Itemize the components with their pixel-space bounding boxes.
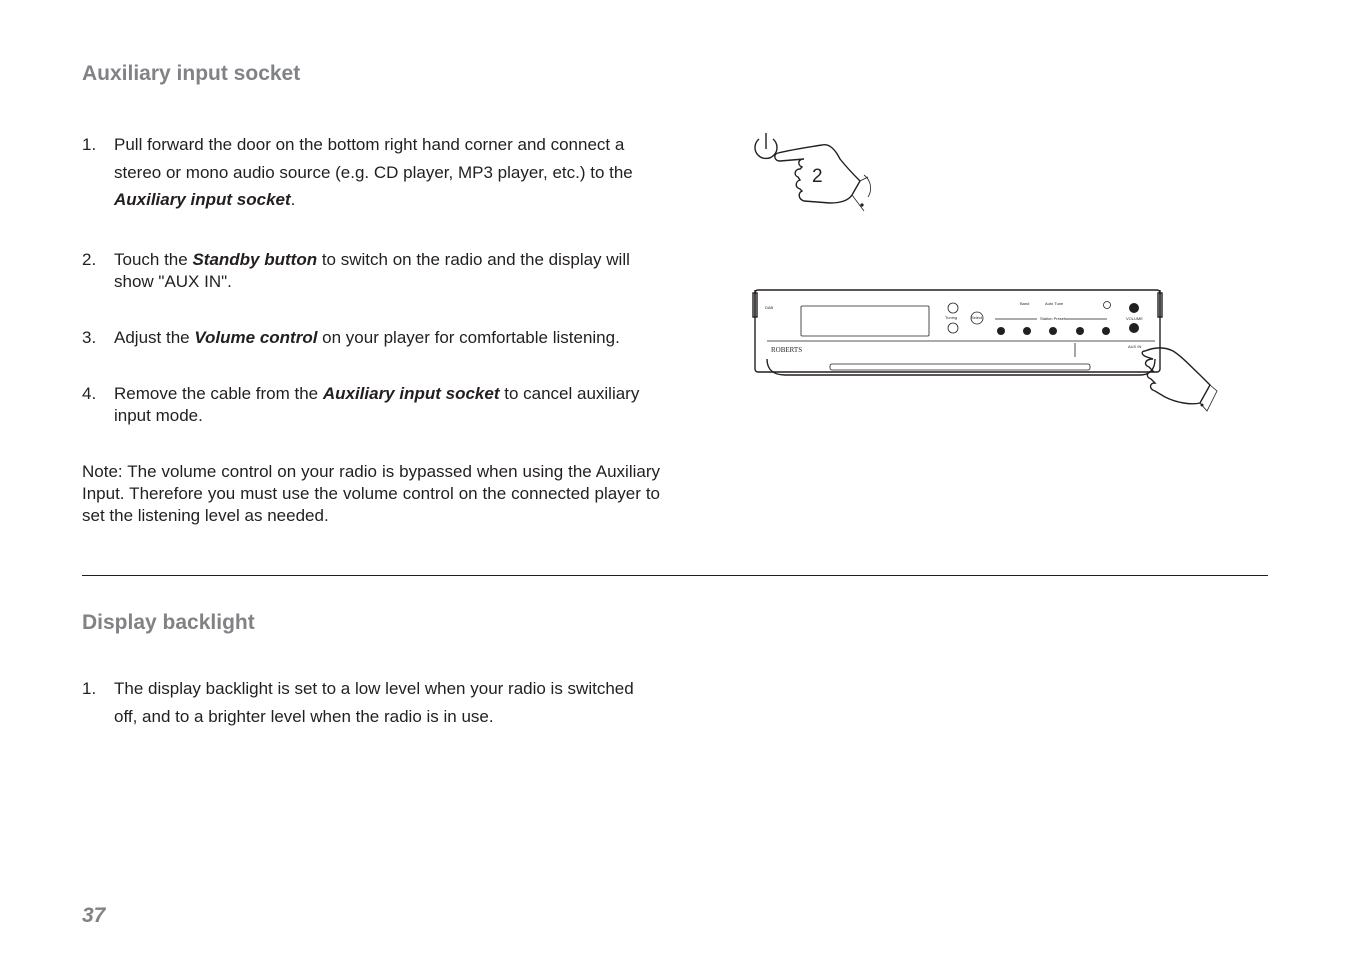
section-heading-auxiliary-input: Auxiliary input socket <box>82 62 301 85</box>
brand-logo: ROBERTS <box>771 346 802 354</box>
aux-in-label: AUX IN <box>1128 344 1141 349</box>
auto-tune-label: Auto Tune <box>1045 301 1064 306</box>
emphasis: Auxiliary input socket <box>114 190 291 209</box>
select-button <box>970 311 984 325</box>
list-text: Touch the Standby button to switch on th… <box>114 250 630 291</box>
power-icon <box>754 133 778 160</box>
section-divider <box>82 575 1268 576</box>
note-paragraph: Note: The volume control on your radio i… <box>82 462 660 525</box>
emphasis: Auxiliary input socket <box>322 384 500 403</box>
list-text: Remove the cable from the Auxiliary inpu… <box>114 384 640 425</box>
radio-front-panel-illustration: DAB ROBERTS Tuning Select Band Auto Tune… <box>752 289 1218 412</box>
standby-icon <box>1103 301 1111 309</box>
tuning-buttons: Tuning <box>945 302 959 334</box>
pointing-hand-icon <box>1141 347 1218 412</box>
list-number: 3. <box>82 328 97 347</box>
emphasis: Standby button <box>192 250 318 269</box>
list-item: 3. Adjust the Volume control on your pla… <box>82 327 660 349</box>
tuning-label: Tuning <box>945 315 957 320</box>
page-number: 37 <box>82 904 106 927</box>
emphasis: Volume control <box>194 328 318 347</box>
band-label: Band <box>1020 301 1029 306</box>
volume-down-button <box>1129 323 1139 333</box>
list-number: 1. <box>82 679 97 698</box>
pointing-hand-icon <box>774 144 872 212</box>
station-presets-label: Station Presets <box>1040 316 1067 321</box>
list-number: 4. <box>82 384 97 403</box>
list-item: 1. The display backlight is set to a low… <box>82 675 660 730</box>
standby-press-illustration: 2 <box>754 133 872 212</box>
list-item: 2. Touch the Standby button to switch on… <box>82 249 660 293</box>
section-heading-display-backlight: Display backlight <box>82 611 255 634</box>
step-number-label: 2 <box>812 166 823 187</box>
list-text: Adjust the Volume control on your player… <box>114 328 620 347</box>
volume-label: VOLUME <box>1126 316 1143 321</box>
dab-logo: DAB <box>765 305 774 310</box>
list-number: 2. <box>82 250 97 269</box>
list-item: 1. Pull forward the door on the bottom r… <box>82 131 660 214</box>
select-label: Select <box>971 315 983 320</box>
list-text: Pull forward the door on the bottom righ… <box>114 135 633 209</box>
volume-up-button <box>1129 303 1139 313</box>
list-text: The display backlight is set to a low le… <box>114 679 634 726</box>
list-number: 1. <box>82 135 97 154</box>
list-item: 4. Remove the cable from the Auxiliary i… <box>82 383 660 427</box>
preset-buttons <box>997 327 1110 335</box>
